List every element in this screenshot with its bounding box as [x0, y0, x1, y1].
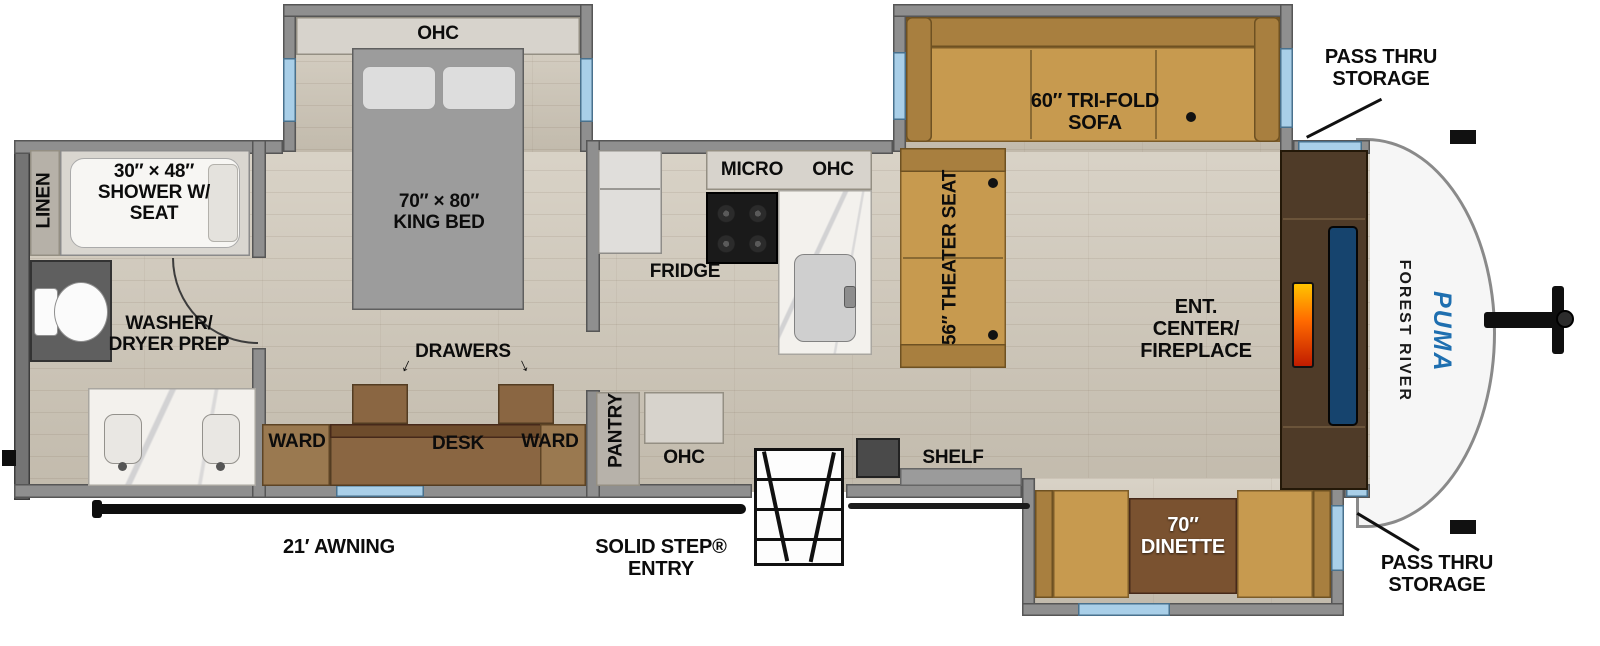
label-pantry: PANTRY — [605, 393, 627, 468]
linen-cabinet — [30, 150, 60, 256]
label-ohc-kitchen: OHC — [663, 447, 705, 468]
label-ohc-micro: OHC — [812, 159, 854, 180]
brand-text: FOREST RIVER — [1395, 259, 1413, 402]
label-shower: 30″ × 48″ SHOWER W/ SEAT — [97, 161, 211, 224]
label-micro: MICRO — [720, 159, 784, 180]
entry-step-tread-2 — [757, 508, 841, 511]
kitchen-ohc-cabinet — [644, 392, 724, 444]
pantry-cabinet — [596, 392, 640, 486]
label-ward-right: WARD — [521, 431, 579, 452]
awning-end-cap — [92, 500, 102, 518]
right-rail-bar — [848, 503, 1030, 509]
label-pass-thru-top: PASS THRU STORAGE — [1324, 46, 1438, 90]
vanity-faucet-left — [118, 462, 127, 471]
dinette-table — [1129, 498, 1237, 594]
fridge-door-line — [600, 188, 660, 190]
theater-cupholder-top — [988, 178, 998, 188]
label-entry: SOLID STEP® ENTRY — [595, 536, 727, 580]
label-linen: LINEN — [33, 172, 55, 229]
shelf-unit — [900, 468, 1022, 486]
bed-pillow-right — [442, 66, 516, 110]
sofa-cushion-divider-1 — [1030, 50, 1032, 139]
pass-thru-top-pointer — [1306, 97, 1383, 139]
label-king-bed: 70″ × 80″ KING BED — [393, 191, 485, 233]
dinette-slide-wall-left — [1022, 478, 1035, 616]
dinette-bench-right — [1237, 490, 1313, 598]
sofa-slide-window-left — [893, 52, 906, 120]
wardrobe-left — [262, 424, 330, 486]
bed-slide-window-left — [283, 58, 296, 122]
cap-bracket-top — [1450, 130, 1476, 144]
sink-faucet — [844, 286, 856, 308]
cap-bracket-bottom — [1450, 520, 1476, 534]
vanity-sink-right — [202, 414, 240, 464]
label-dinette: 70″ DINETTE — [1140, 514, 1226, 558]
theater-armrest-bottom — [900, 344, 1006, 368]
vanity-faucet-right — [216, 462, 225, 471]
entry-step-tread-1 — [757, 478, 841, 481]
sofa-slide-wall-top — [893, 4, 1293, 17]
toilet-bowl — [54, 282, 108, 342]
bed-slide-window-right — [580, 58, 593, 122]
sofa-cupholder-dot — [1186, 112, 1196, 122]
bottom-wall-mid — [846, 484, 1022, 498]
rear-wall — [14, 140, 30, 500]
bath-wall-upper — [252, 140, 266, 258]
theater-cushion-divider — [903, 257, 1003, 259]
awning-bar — [96, 504, 746, 514]
range-cooktop — [706, 192, 778, 264]
entry-step-tread-3 — [757, 538, 841, 541]
dinette-bench-back-right — [1313, 490, 1331, 598]
label-drawers: DRAWERS — [415, 341, 511, 362]
drawer-unit-right — [498, 384, 554, 424]
fireplace — [1292, 282, 1314, 368]
hitch-coupler — [1556, 310, 1574, 328]
label-shelf: SHELF — [922, 447, 984, 468]
bed-slide-wall-top — [283, 4, 593, 17]
tri-fold-sofa — [906, 47, 1280, 142]
label-ohc-bedroom: OHC — [417, 23, 459, 44]
label-sofa: 60″ TRI-FOLD SOFA — [1030, 90, 1160, 134]
dinette-bench-left — [1053, 490, 1129, 598]
wardrobe-right — [540, 424, 586, 486]
theater-cupholder-bottom — [988, 330, 998, 340]
label-desk: DESK — [432, 433, 484, 454]
label-awning: 21′ AWNING — [282, 536, 396, 558]
label-theater-seat: 56″ THEATER SEAT — [939, 169, 961, 346]
shower-seat — [208, 164, 238, 242]
ent-shelf-line-bottom — [1283, 426, 1365, 428]
hitch-tongue — [1484, 312, 1562, 328]
model-text: PUMA — [1427, 290, 1456, 373]
dinette-window-bottom — [1078, 603, 1170, 616]
label-fridge: FRIDGE — [649, 261, 721, 282]
side-table — [856, 438, 900, 478]
sofa-cushion-divider-2 — [1155, 50, 1157, 139]
desk-top-strip — [330, 424, 586, 438]
sofa-slide-window-right — [1280, 48, 1293, 128]
drawer-unit-left — [352, 384, 408, 424]
label-ent-center: ENT. CENTER/ FIREPLACE — [1140, 296, 1252, 362]
sofa-armrest-right — [1254, 17, 1280, 142]
tv-screen — [1328, 226, 1358, 426]
theater-armrest-top — [900, 148, 1006, 172]
ent-shelf-line-top — [1283, 218, 1365, 220]
fridge — [598, 150, 662, 254]
bedroom-wall-upper — [586, 140, 600, 332]
sofa-armrest-left — [906, 17, 932, 142]
label-washer-dryer: WASHER/ DRYER PREP — [108, 313, 230, 355]
sofa-back — [906, 17, 1280, 47]
front-cap — [1356, 138, 1496, 528]
dinette-slide-wall-bottom — [1022, 603, 1344, 616]
label-pass-thru-bottom: PASS THRU STORAGE — [1380, 552, 1494, 596]
rear-bumper-stub — [2, 450, 16, 466]
dinette-window-right — [1331, 505, 1344, 571]
bed-pillow-left — [362, 66, 436, 110]
micro-ohc-cabinet — [706, 150, 872, 190]
vanity-sink-left — [104, 414, 142, 464]
dinette-bench-back-left — [1035, 490, 1053, 598]
bedroom-window-bottom — [336, 485, 424, 497]
label-ward-left: WARD — [268, 431, 326, 452]
